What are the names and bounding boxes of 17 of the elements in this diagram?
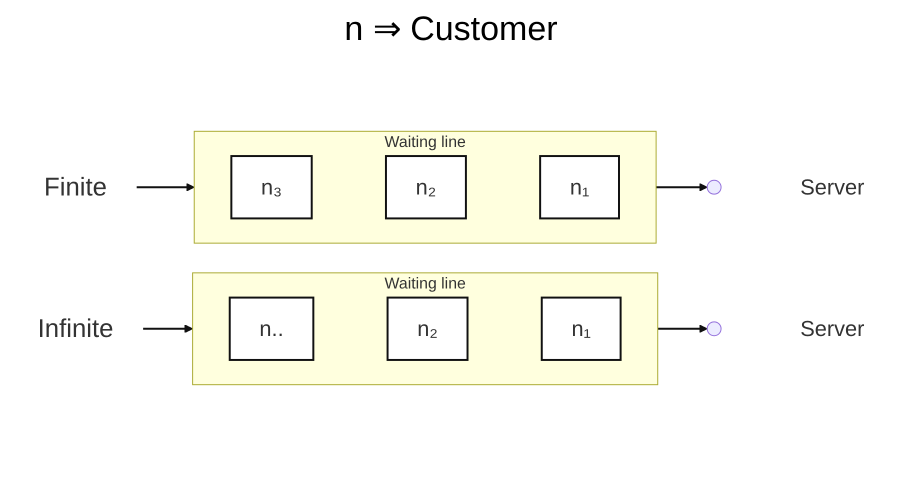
node-box: n₁ (540, 296, 622, 361)
node-text: Finite (44, 172, 107, 202)
node-box: n₃ (230, 155, 313, 220)
node-circle (706, 180, 722, 195)
node-box: n₂ (386, 296, 469, 361)
node-box: n₁ (539, 155, 620, 220)
node-text: Infinite (38, 313, 114, 344)
node-label: Server (800, 174, 864, 200)
node-circle (706, 321, 722, 336)
arrow (136, 182, 195, 192)
arrow (656, 182, 708, 192)
diagram-title: n ⇒ Customer (343, 9, 559, 49)
node-box: n.. (228, 296, 314, 361)
node-label: Server (800, 316, 864, 342)
arrow (658, 324, 708, 334)
arrow (143, 324, 194, 334)
node-box: n₂ (384, 155, 467, 220)
